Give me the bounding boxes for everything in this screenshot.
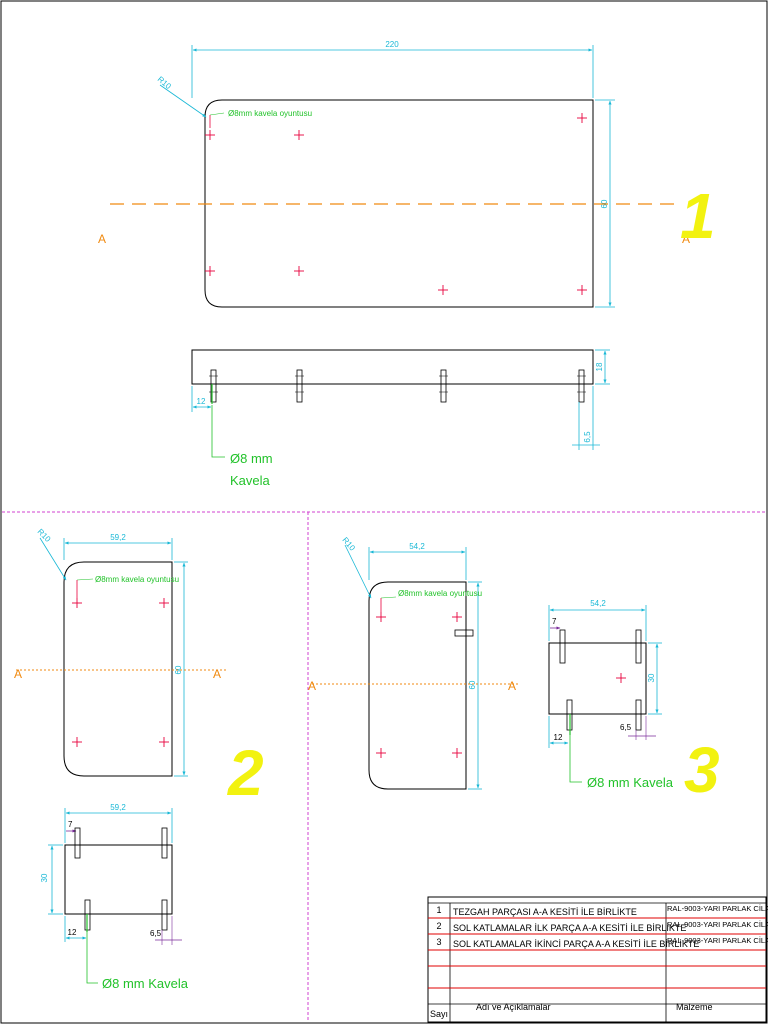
dowel [635,699,642,731]
part3-hole [452,748,462,758]
dowel [559,629,566,664]
part3-dowel-label: Ø8 mm Kavela [587,775,674,790]
header-material: Malzeme [676,1002,713,1012]
part1-section-left: A [98,232,106,246]
row1-desc: TEZGAH PARÇASI A-A KESİTİ İLE BİRLİKTE [453,907,637,917]
part1-depth-dim: 6,5 [583,431,592,443]
part1-radius-dim: R10 [156,75,173,92]
part2-sec-height-dim: 30 [40,873,49,882]
part2-section-view: 59,2 7 30 12 6,5 Ø8 mm Kavela [40,803,189,991]
dowel [296,369,303,403]
dowel [635,629,642,664]
part1-hole [577,285,587,295]
row3-material: RAL-9003-YARI PARLAK CİLA [667,936,768,945]
row3-no: 3 [436,937,441,947]
header-desc: Adı ve Açıklamalar [476,1002,551,1012]
part2-plan-view: 59,2 60 R10 Ø8mm kavela oyuntusu A A 2 [14,527,264,809]
part2-sec-depth-dim: 6,5 [150,929,162,938]
part3-hole [452,612,462,622]
part2-hole [72,737,82,747]
part3-outline [368,581,467,790]
header-no: Sayı [430,1009,448,1019]
part2-holes [72,598,169,747]
part3-hole [376,748,386,758]
title-block-frame [427,896,767,1023]
part2-sec-edge-bottom: 12 [68,928,77,937]
part2-sec-width-dim: 59,2 [110,803,126,812]
part1-plan-view: 220 60 R10 Ø8mm kavela oyuntusu A A 1 [98,40,716,308]
part1-thickness-dim: 18 [595,362,604,371]
part1-section-view: 18 12 6,5 Ø8 mm Kavela [191,349,610,488]
part3-hole [376,612,386,622]
part2-radius-dim: R10 [36,527,53,544]
part3-dowels [559,629,642,731]
part3-height-dim: 60 [468,680,477,689]
part1-section-right: A [682,232,690,246]
part2-hole [72,598,82,608]
part3-hole-label: Ø8mm kavela oyuntusu [398,589,482,598]
dowel [74,827,81,859]
part2-dowel-label: Ø8 mm Kavela [102,976,189,991]
dowel [210,369,217,403]
title-block: 1 TEZGAH PARÇASI A-A KESİTİ İLE BİRLİKTE… [427,896,768,1023]
part3-section-view: 54,2 7 30 12 6,5 Ø8 mm Kavela [548,599,674,790]
part1-length-dim: 220 [385,40,399,49]
part3-number: 3 [684,734,720,806]
part3-holes [376,612,462,758]
dowel [440,369,447,403]
row2-desc: SOL KATLAMALAR İLK PARÇA A-A KESİTİ İLE … [453,923,686,933]
part1-hole [438,285,448,295]
row2-material: RAL-9003-YARI PARLAK CİLA [667,920,768,929]
part1-hole [205,130,215,140]
part3-side-dowel [454,629,474,637]
part2-hole [159,737,169,747]
part2-number: 2 [227,737,264,809]
part3-plan-view: 54,2 60 R10 Ø8mm kavela oyuntusu A A 3 [308,536,720,806]
part2-hole [159,598,169,608]
row2-no: 2 [436,921,441,931]
part1-dowel-label-1: Ø8 mm [230,451,273,466]
part2-width-dim: 59,2 [110,533,126,542]
part3-section-left: A [308,679,316,693]
part3-radius-dim: R10 [340,536,357,553]
part3-section-outline [548,642,647,715]
part1-holes [205,113,587,295]
part3-sec-depth-dim: 6,5 [620,723,632,732]
part1-dowel-label-2: Kavela [230,473,271,488]
part2-section-right: A [213,667,221,681]
part1-hole [205,266,215,276]
part2-outline [63,561,173,777]
part2-height-dim: 60 [174,665,183,674]
part2-sec-edge-top: 7 [68,820,73,829]
row1-no: 1 [436,905,441,915]
part2-dowels [74,827,168,931]
part1-number: 1 [680,180,716,252]
dowel [161,827,168,859]
part3-section-right: A [508,679,516,693]
part3-sec-edge-bottom: 12 [554,733,563,742]
part2-section-outline [64,844,173,915]
part1-edge-dim: 12 [197,397,206,406]
part2-section-left: A [14,667,22,681]
part3-sec-height-dim: 30 [647,673,656,682]
row1-material: RAL-9003-YARI PARLAK CİLA [667,904,768,913]
part3-sec-edge-top: 7 [552,617,557,626]
part3-sec-hole [616,673,626,683]
dowel [161,899,168,931]
part1-hole-label: Ø8mm kavela oyuntusu [228,109,312,118]
part1-hole [294,130,304,140]
part3-sec-width-dim: 54,2 [590,599,606,608]
row3-desc: SOL KATLAMALAR İKİNCİ PARÇA A-A KESİTİ İ… [453,939,699,949]
part3-width-dim: 54,2 [409,542,425,551]
part2-hole-label: Ø8mm kavela oyuntusu [95,575,179,584]
part1-outline [204,99,594,308]
part1-hole [577,113,587,123]
part1-dowels [210,369,585,403]
part1-hole [294,266,304,276]
part1-section-outline [191,349,594,385]
dowel [578,369,585,403]
